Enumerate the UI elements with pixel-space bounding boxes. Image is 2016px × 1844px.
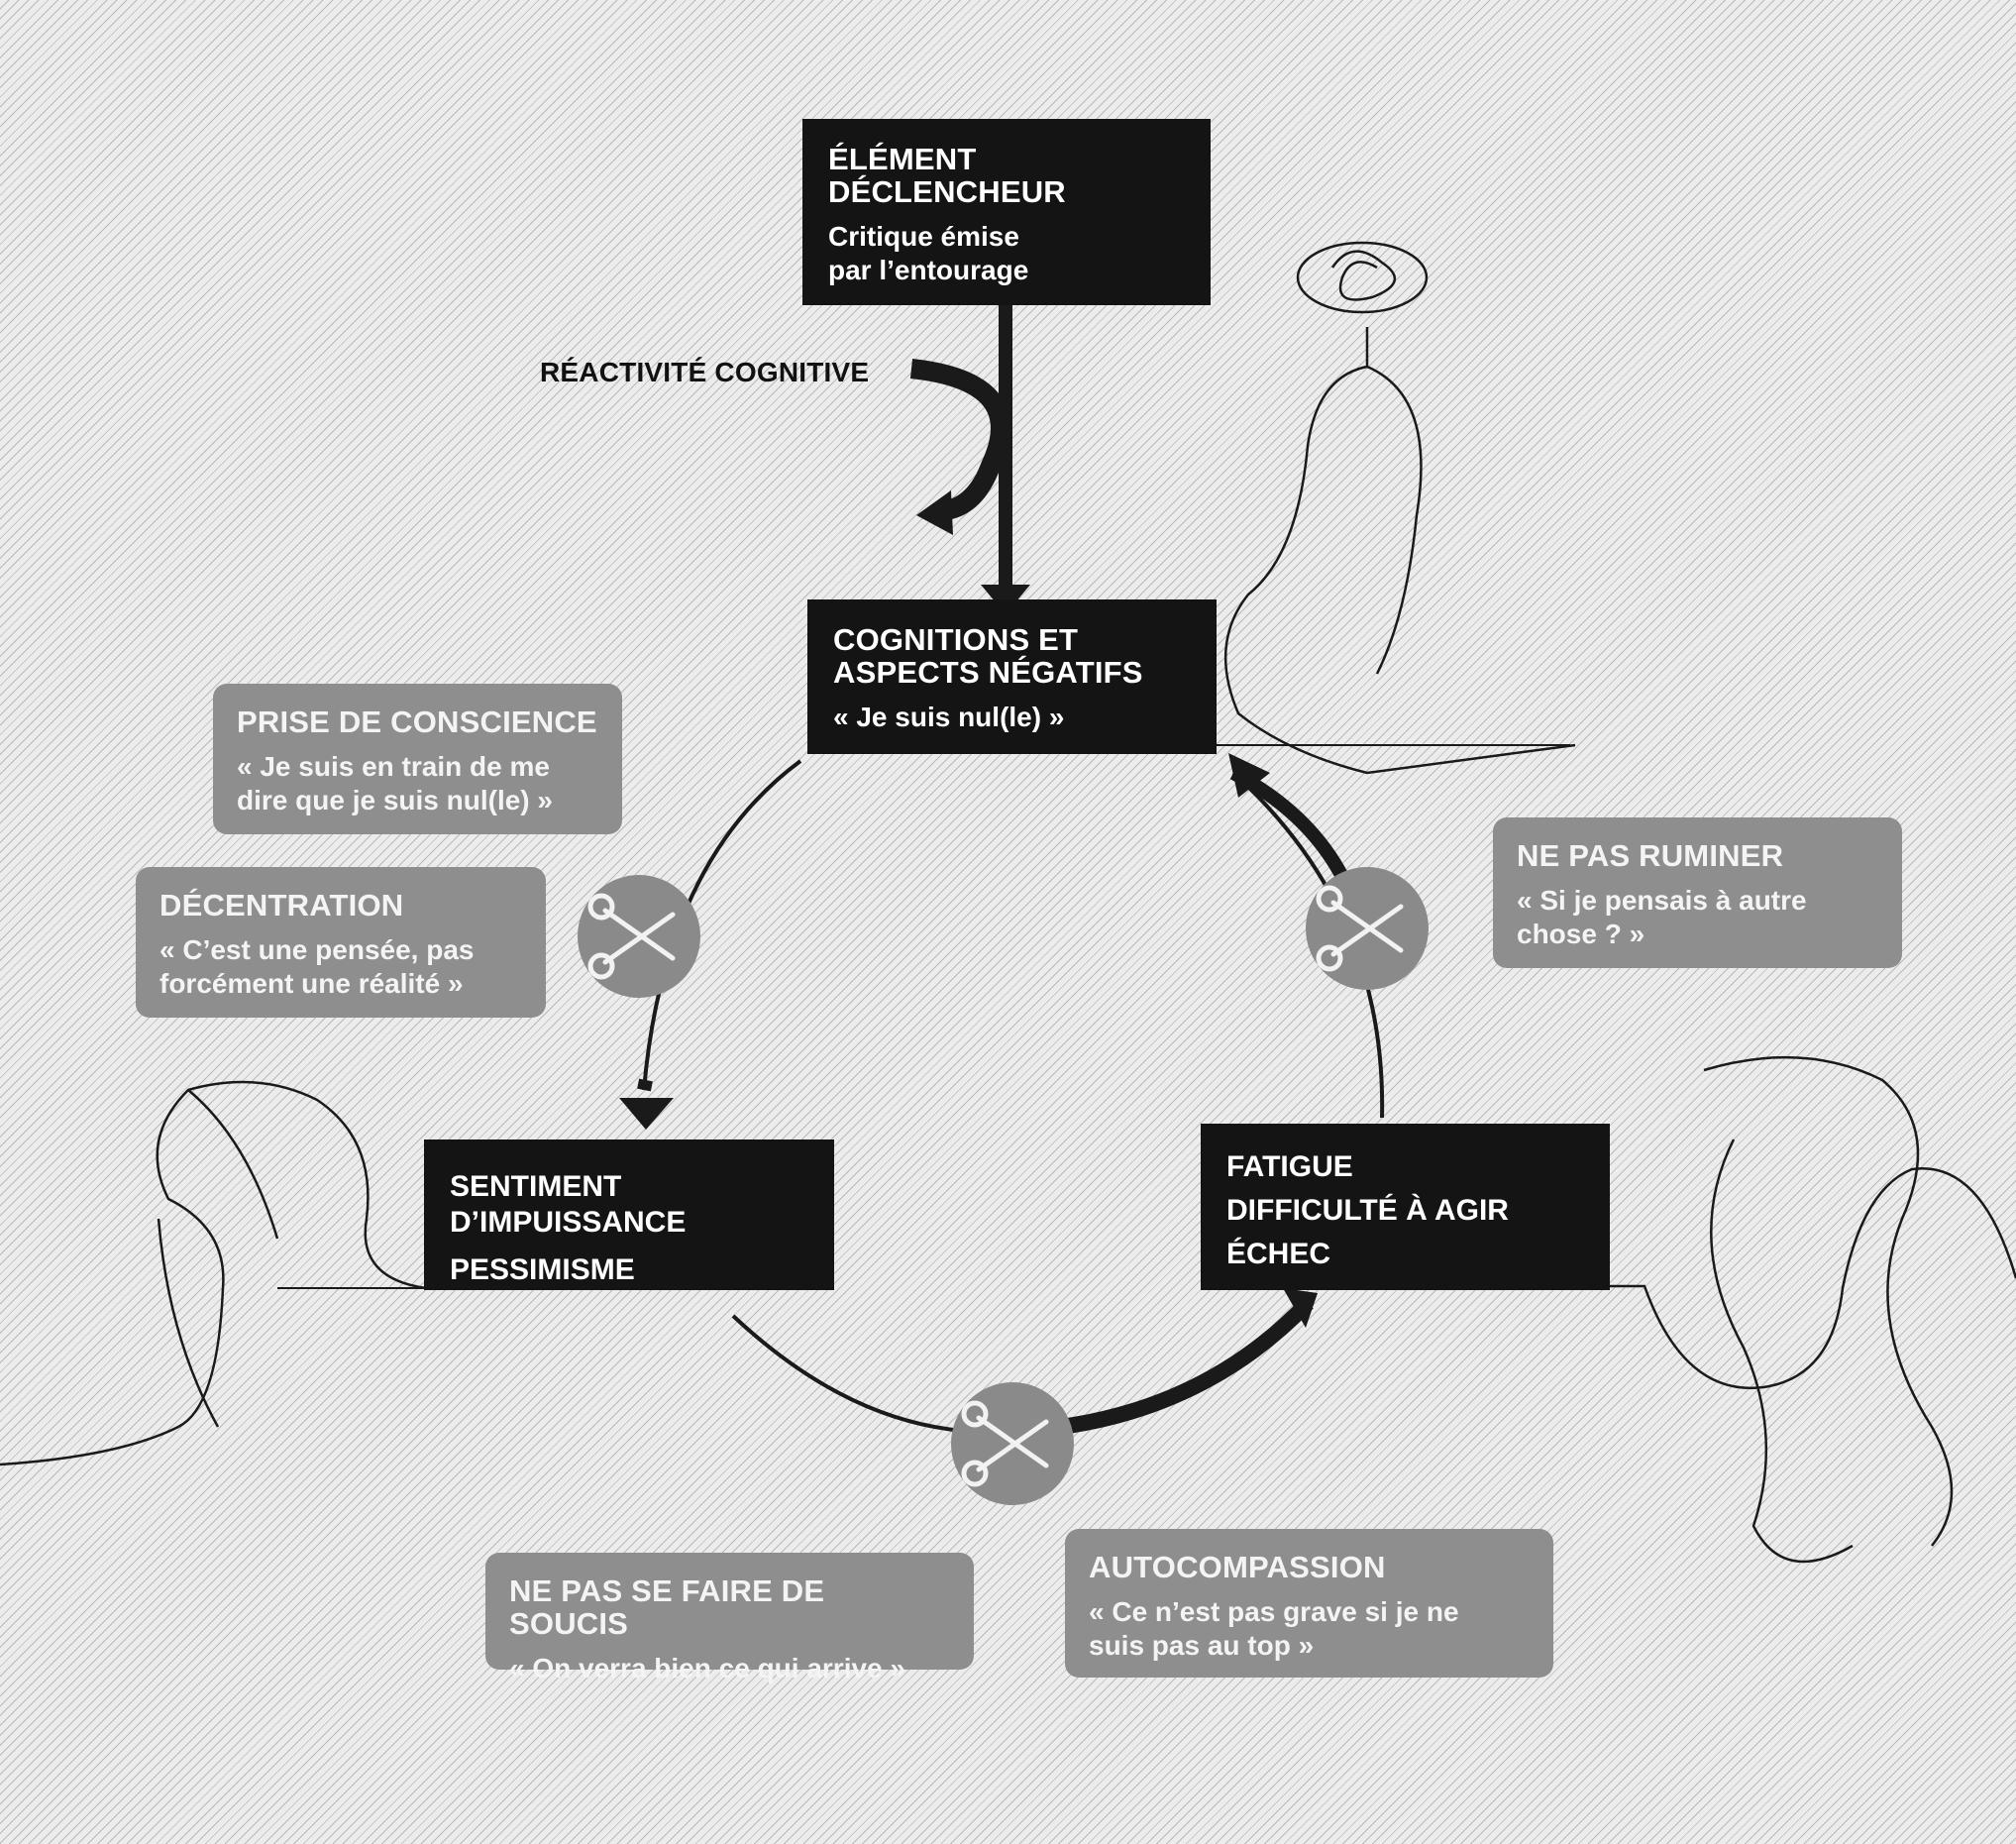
fatigue-line1: FATIGUE [1226,1150,1353,1183]
scissors-icon-right [1306,867,1429,990]
arrowhead-down-left [619,1098,674,1130]
cognitions-title: COGNITIONS ET ASPECTS NÉGATIFS [833,622,1143,690]
strategy-ne-pas-ruminer: NE PAS RUMINER « Si je pensais à autre c… [1493,817,1902,968]
fatigue-line2: DIFFICULTÉ À AGIR [1226,1194,1509,1227]
fatigue-box: FATIGUE DIFFICULTÉ À AGIR ÉCHEC [1201,1124,1610,1290]
cycle-arc-left-lower [637,1078,653,1092]
ne-pas-se-faire-de-soucis-title: NE PAS SE FAIRE DE SOUCIS [509,1573,825,1641]
helplessness-box: SENTIMENT D’IMPUISSANCE PESSIMISME [424,1139,834,1290]
helplessness-line1: SENTIMENT [450,1170,622,1203]
cognitions-text: « Je suis nul(le) » [833,702,1065,732]
strategy-decentration: DÉCENTRATION « C’est une pensée, pas for… [136,867,546,1018]
strategy-ne-pas-se-faire-de-soucis: NE PAS SE FAIRE DE SOUCIS « On verra bie… [485,1553,974,1683]
prise-de-conscience-text: « Je suis en train de me dire que je sui… [237,751,553,815]
helplessness-line2: D’IMPUISSANCE [450,1206,687,1239]
reactivity-arrow [909,359,1010,520]
arrowhead-top-right [1228,753,1270,798]
helplessness-line3: PESSIMISME [450,1253,635,1286]
arrowhead-bottom-right [1283,1288,1318,1328]
ne-pas-se-faire-de-soucis-text: « On verra bien ce qui arrive » [509,1653,905,1683]
cognitions-box: COGNITIONS ET ASPECTS NÉGATIFS « Je suis… [807,599,1217,754]
decentration-title: DÉCENTRATION [159,888,404,922]
seated-figure-top-right [1223,241,1576,775]
trigger-text: Critique émise par l’entourage [828,221,1029,285]
autocompassion-text: « Ce n’est pas grave si je ne suis pas a… [1089,1596,1459,1661]
prise-de-conscience-title: PRISE DE CONSCIENCE [237,705,597,739]
scissors-icon-left [578,875,700,998]
slumped-figure-left [0,1080,427,1466]
scissors-icon-bottom [951,1382,1074,1505]
strategy-prise-de-conscience: PRISE DE CONSCIENCE « Je suis en train d… [213,684,622,834]
lying-figure-right [1608,1055,2016,1564]
trigger-box: ÉLÉMENT DÉCLENCHEUR Critique émise par l… [802,119,1211,305]
autocompassion-title: AUTOCOMPASSION [1089,1550,1386,1584]
ne-pas-ruminer-title: NE PAS RUMINER [1517,838,1784,873]
strategy-autocompassion: AUTOCOMPASSION « Ce n’est pas grave si j… [1065,1529,1553,1678]
reactivity-arrowhead [916,490,953,535]
fatigue-line3: ÉCHEC [1226,1238,1331,1270]
reactivity-label: RÉACTIVITÉ COGNITIVE [540,357,870,387]
decentration-text: « C’est une pensée, pas forcément une ré… [159,934,475,999]
ne-pas-ruminer-text: « Si je pensais à autre chose ? » [1517,885,1807,949]
trigger-title: ÉLÉMENT DÉCLENCHEUR [828,142,1066,209]
cycle-arc-left [642,759,802,1091]
